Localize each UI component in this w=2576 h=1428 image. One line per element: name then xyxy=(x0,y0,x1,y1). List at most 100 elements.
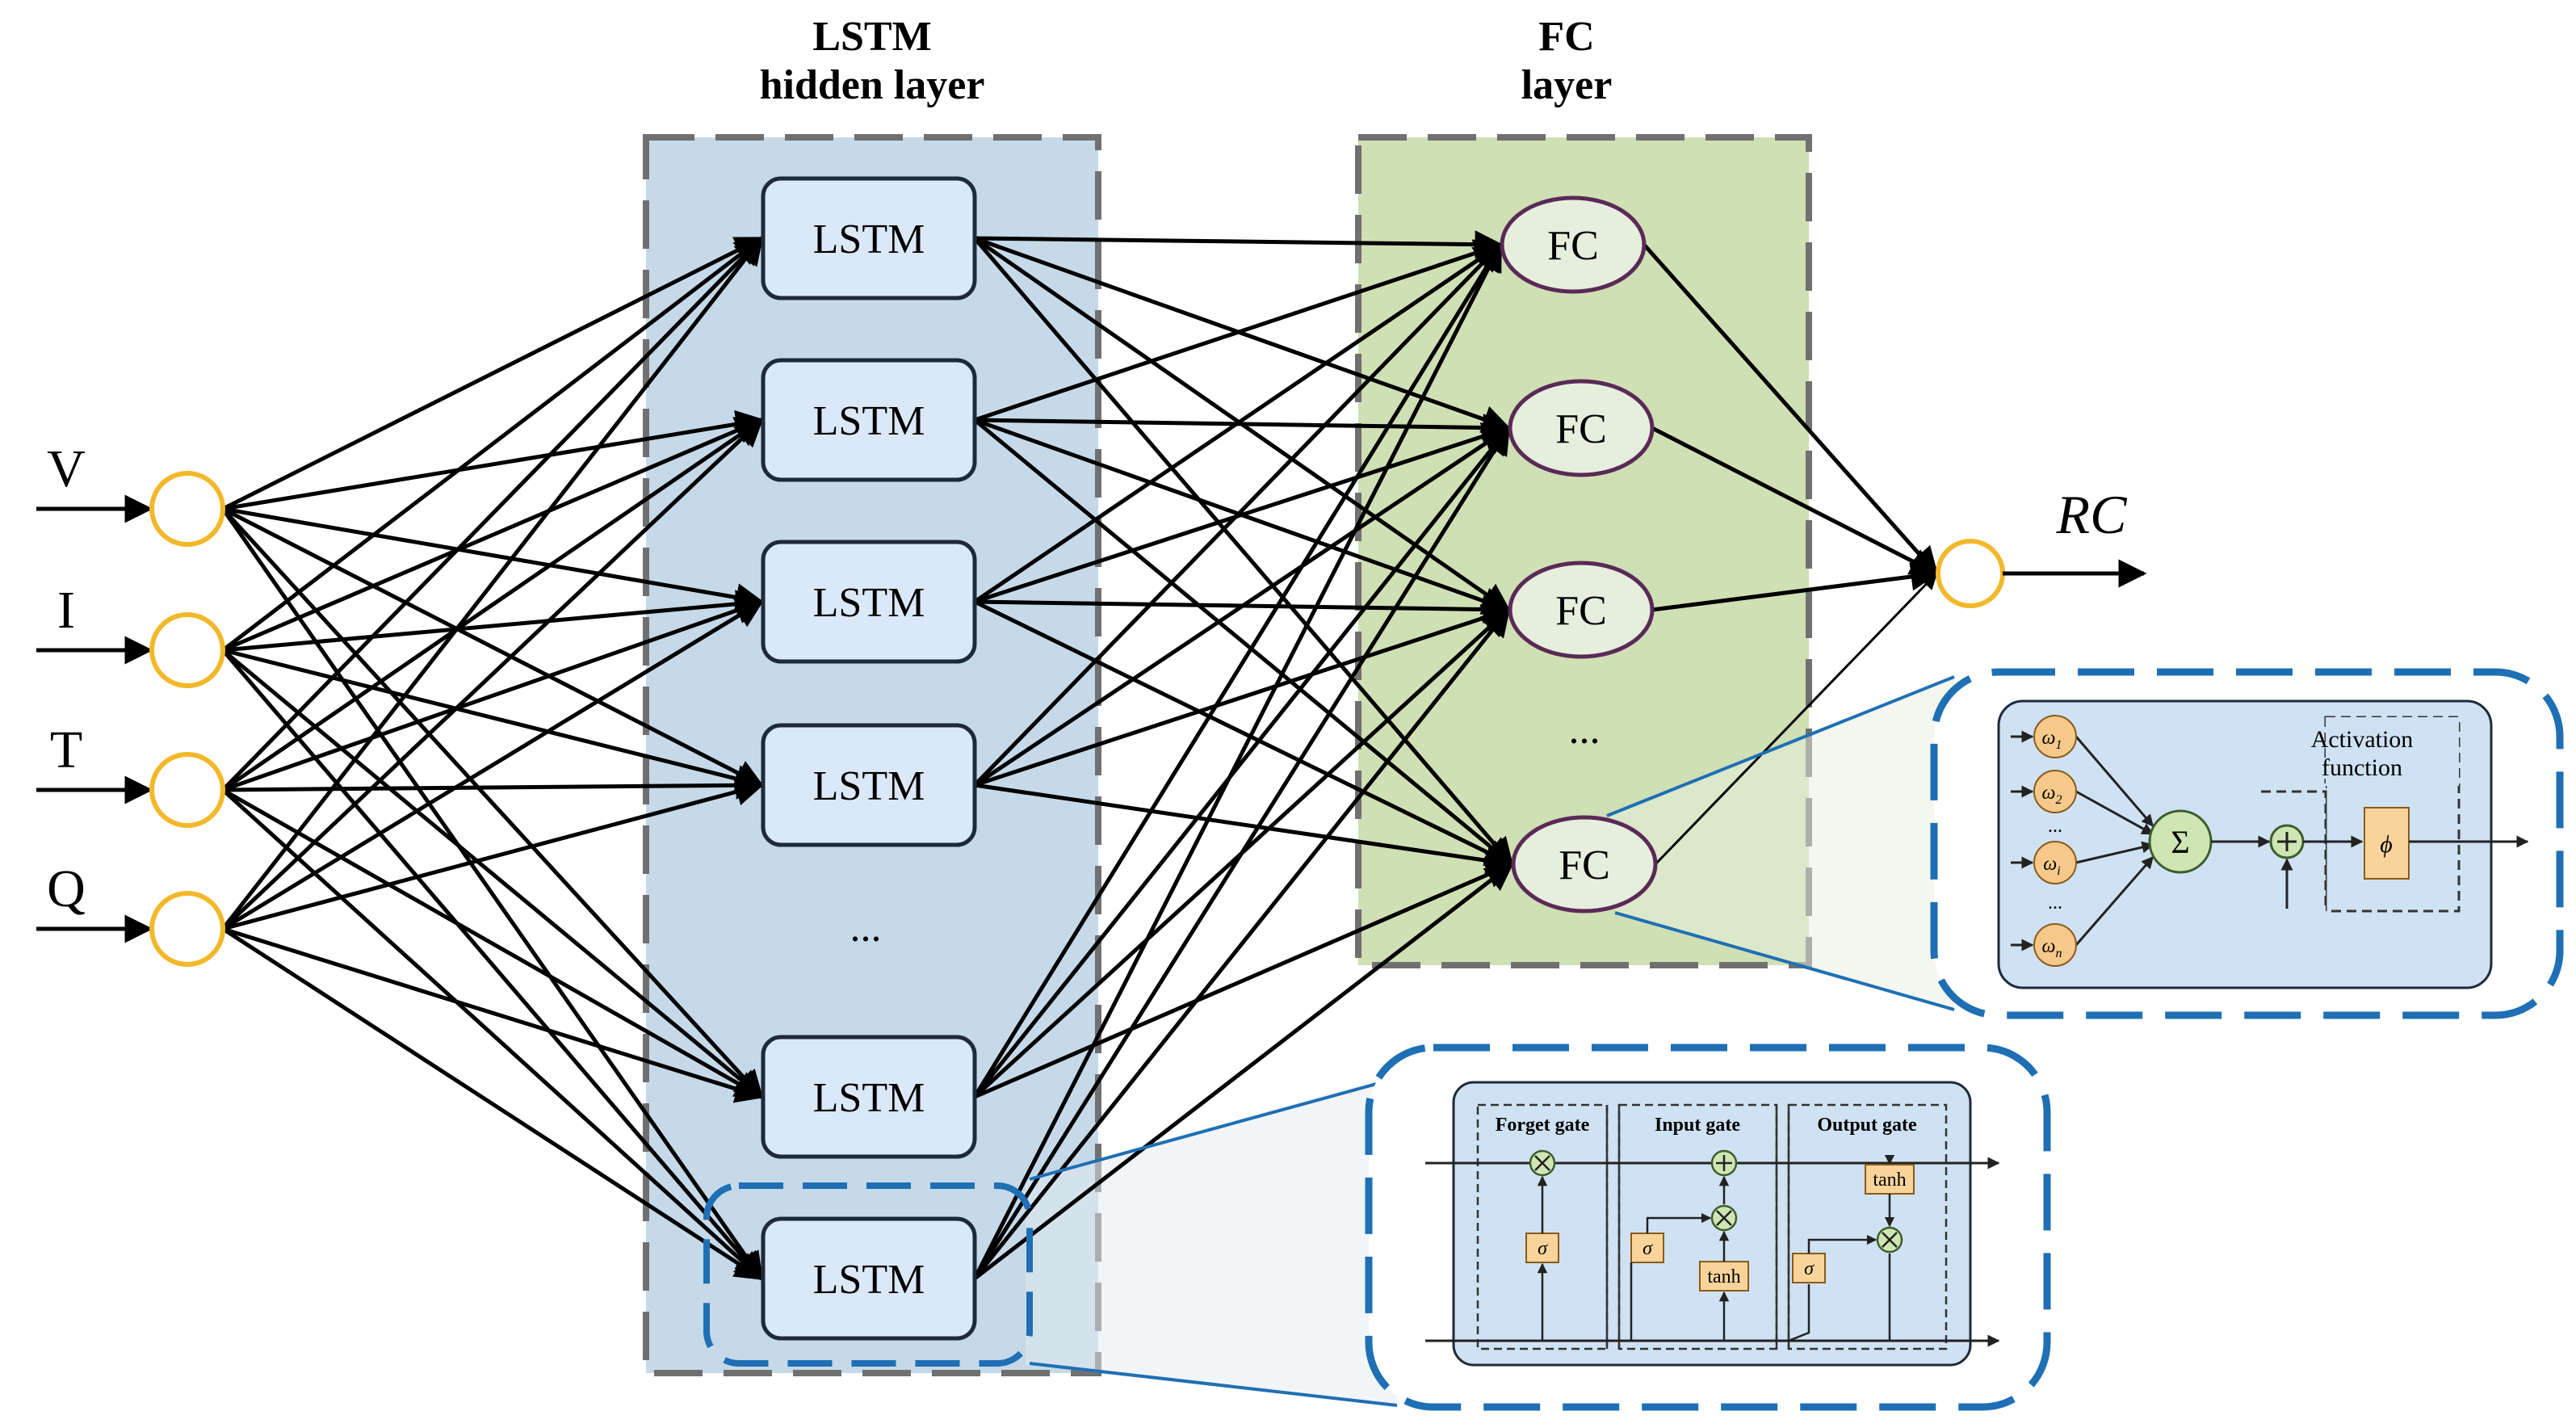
lstm-node xyxy=(761,1216,977,1341)
edge-lstm-fc xyxy=(974,422,1512,604)
lstm-node xyxy=(761,1035,977,1159)
plus-icon xyxy=(2277,832,2297,851)
edge-input-lstm xyxy=(221,649,764,1099)
edge-lstm-fc xyxy=(974,414,1512,443)
edge-lstm-fc xyxy=(974,783,1515,875)
sigmoid-box xyxy=(1630,1233,1664,1263)
edge-input-lstm xyxy=(222,648,765,793)
activation-label-bg xyxy=(2326,717,2459,786)
lstm-node xyxy=(761,540,977,664)
gate-region xyxy=(1787,1103,1948,1350)
fc-node xyxy=(1508,561,1655,659)
edge-input-lstm xyxy=(221,236,765,511)
edge-input-lstm xyxy=(221,926,764,1281)
fc-node xyxy=(1511,815,1658,914)
edge-lstm-fc xyxy=(973,242,1503,604)
phi-symbol: ϕ xyxy=(2380,831,2393,858)
connections-group xyxy=(220,230,1940,1281)
edge-fc-output xyxy=(1643,243,1939,576)
edge-lstm-fc xyxy=(973,426,1511,1098)
edge-input-lstm xyxy=(222,596,765,792)
edge-lstm-fc xyxy=(973,599,1515,867)
edge-input-lstm xyxy=(221,236,764,652)
edge-fc-output xyxy=(1651,426,1940,576)
fc-node-label: FC xyxy=(1555,588,1607,634)
activation-label: Activation xyxy=(2311,726,2414,753)
edge-input-lstm xyxy=(221,507,764,1099)
sigmoid-label: σ xyxy=(1804,1258,1815,1279)
input-node xyxy=(149,891,225,967)
edge-input-lstm xyxy=(221,236,764,792)
fc-node-label: FC xyxy=(1547,223,1599,269)
edge-input-lstm xyxy=(222,771,765,800)
edge-lstm-fc xyxy=(974,230,1504,259)
weight-node xyxy=(2033,841,2077,884)
edge-lstm-fc xyxy=(974,236,1512,433)
weight-sum-arrow xyxy=(2075,736,2154,827)
edge-input-lstm xyxy=(222,590,765,653)
sum-symbol: Σ xyxy=(2171,824,2189,860)
lstm-zoom-line-top xyxy=(1029,1077,1398,1181)
tanh-label: tanh xyxy=(1873,1170,1906,1191)
multiply-icon xyxy=(1716,1210,1732,1226)
activation-box-step xyxy=(2261,790,2327,911)
input-label: V xyxy=(47,439,86,498)
weight-label: ωi xyxy=(2043,854,2060,878)
fc-layer-title-line2: layer xyxy=(1521,62,1613,108)
output-sigma-out xyxy=(1807,1234,1877,1254)
weight-node xyxy=(2033,770,2077,813)
fc-zoom-wedge xyxy=(1611,677,1954,1010)
lstm-ellipsis: ... xyxy=(850,905,882,951)
weight-sum-arrow xyxy=(2075,790,2154,836)
output-label: RC xyxy=(2056,484,2128,545)
edge-input-lstm xyxy=(221,236,764,930)
edge-lstm-fc xyxy=(972,242,1503,1280)
multiply-icon xyxy=(1534,1155,1550,1171)
multiply-icon xyxy=(1882,1232,1898,1248)
edge-input-lstm xyxy=(221,599,764,931)
edge-input-lstm xyxy=(222,926,765,1103)
fc-node xyxy=(1508,379,1655,477)
edge-lstm-fc xyxy=(972,242,1503,1098)
lstm-node-label: LSTM xyxy=(813,1257,925,1303)
weight-node xyxy=(2033,715,2077,758)
sigmoid-label: σ xyxy=(1643,1238,1653,1259)
input-label: T xyxy=(50,720,82,779)
edge-lstm-fc xyxy=(974,861,1515,1099)
edge-input-lstm xyxy=(222,410,765,511)
activation-label: function xyxy=(2322,754,2402,781)
fc-ellipsis: ... xyxy=(1569,707,1601,753)
lstm-layer-title-line2: hidden layer xyxy=(760,62,985,108)
edge-input-lstm xyxy=(222,778,765,931)
edge-lstm-fc xyxy=(973,237,1514,867)
edge-lstm-fc xyxy=(973,862,1514,1280)
tanh-label: tanh xyxy=(1707,1266,1740,1287)
activation-phi-box xyxy=(2364,807,2410,880)
edge-lstm-fc xyxy=(973,242,1503,787)
weight-ellipsis: ... xyxy=(2048,816,2062,837)
output-sigma-in xyxy=(1788,1284,1810,1342)
fc-zoom-line-top xyxy=(1606,675,1955,817)
edge-lstm-fc xyxy=(973,426,1511,788)
input-label: Q xyxy=(47,859,86,918)
edge-input-lstm xyxy=(221,418,764,792)
fc-node xyxy=(1500,195,1647,294)
sigmoid-box xyxy=(1525,1233,1559,1263)
edge-input-lstm xyxy=(221,788,765,1099)
edge-lstm-fc xyxy=(973,418,1514,867)
forget-gate-label: Forget gate xyxy=(1496,1115,1590,1136)
lstm-zoom-wedge xyxy=(1026,1074,1397,1405)
edge-input-lstm xyxy=(222,506,765,611)
lstm-node-label: LSTM xyxy=(813,398,925,444)
lstm-zoom-highlight xyxy=(703,1182,1033,1367)
input-node xyxy=(149,752,225,828)
edge-lstm-fc xyxy=(974,239,1504,422)
edge-input-lstm xyxy=(221,506,765,788)
input-gate-label: Input gate xyxy=(1655,1115,1740,1136)
